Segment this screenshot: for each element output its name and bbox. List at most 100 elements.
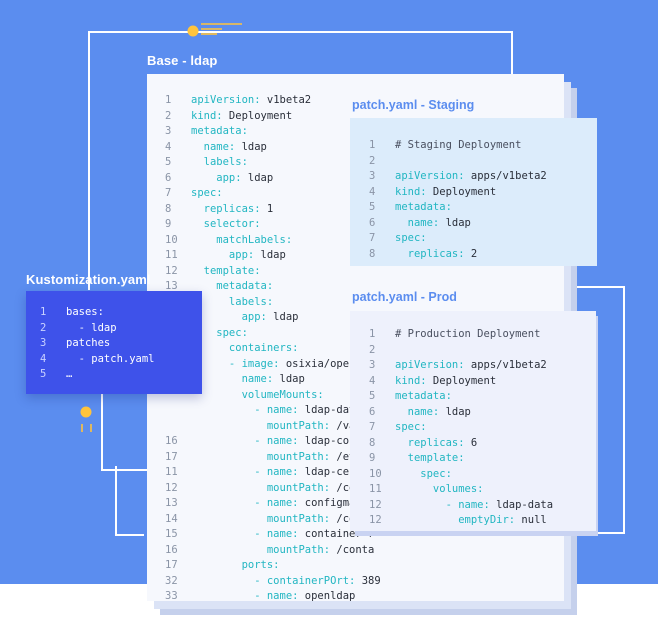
yaml-key: selector: [191, 218, 261, 230]
yaml-value: 2 [464, 247, 478, 260]
code-text: patches [66, 337, 111, 349]
prod-title: patch.yaml - Prod [352, 290, 457, 304]
yaml-key: replicas: [191, 202, 261, 215]
yaml-key: spec: [395, 467, 452, 480]
code-line: spec: [165, 326, 564, 342]
code-line: 32 - containerPOrt: 389 [165, 574, 564, 590]
yaml-key: name: [191, 373, 274, 385]
yaml-key: - name: [191, 435, 299, 447]
code-line: 2 - ldap [40, 321, 202, 337]
yaml-key: kind: [395, 185, 427, 198]
yaml-value: ldap [439, 216, 471, 229]
yaml-key: name: [395, 216, 440, 229]
line-number: 10 [369, 467, 382, 480]
line-number: 12 [369, 498, 382, 511]
line-number: 4 [369, 185, 376, 198]
line-number: 8 [369, 436, 376, 449]
code-line: 5 labels: [165, 155, 564, 171]
yaml-value: ldap [273, 373, 305, 385]
connector-kustomization-to-base [101, 393, 152, 471]
yaml-key: - image: [191, 357, 280, 370]
code-line: 11 app: ldap [165, 248, 564, 264]
yaml-value: ldap [241, 171, 274, 184]
line-number: 3 [40, 337, 47, 349]
code-line: 10 matchLabels: [165, 233, 564, 249]
yaml-value: ldap [235, 140, 267, 153]
yaml-key: volumes: [395, 483, 484, 495]
yaml-value: ldap [266, 311, 299, 323]
yaml-key: name: [191, 140, 236, 153]
line-number: 1 [369, 139, 376, 151]
yaml-value: Deployment [426, 185, 497, 198]
yaml-key: apiVersion: [395, 170, 465, 182]
line-number: 3 [369, 170, 376, 182]
line-number: 7 [369, 421, 376, 433]
line-number: 8 [165, 202, 172, 215]
yaml-value: ldap [439, 405, 471, 418]
yaml-key: - name: [395, 498, 490, 511]
code-line: 9 selector: [165, 217, 564, 233]
code-line: 6 name: ldap [369, 405, 596, 421]
yaml-key: ports: [191, 559, 280, 571]
code-line: volumeMounts: [165, 388, 564, 404]
yaml-key: kind: [191, 109, 223, 122]
accent-dash-group-left [81, 424, 92, 432]
line-number: 6 [369, 216, 376, 229]
line-number: 12 [369, 514, 382, 526]
yaml-key: mountPath: [191, 512, 331, 525]
yaml-key: mountPath: [191, 481, 331, 494]
yaml-key: - name: [191, 466, 299, 478]
code-line: 2 [369, 154, 597, 170]
yaml-key: spec: [395, 421, 427, 433]
yaml-key: - name: [191, 497, 299, 509]
code-text: - patch.yaml [66, 352, 155, 365]
yaml-key: metadata: [191, 125, 248, 137]
line-number: 5 [165, 156, 172, 168]
yaml-key: emptyDir: [395, 514, 516, 526]
yaml-key: - name: [191, 404, 299, 416]
line-number: 2 [165, 109, 172, 122]
yaml-key: metadata: [395, 390, 452, 402]
connector-prod-bracket [538, 286, 625, 534]
code-line: 16 mountPath: /conta [165, 543, 564, 559]
code-comment: # Production Deployment [395, 328, 541, 340]
code-line: 5… [40, 367, 202, 383]
yaml-key: app: [191, 249, 255, 261]
line-number: 4 [165, 140, 172, 153]
yaml-key: replicas: [395, 247, 465, 260]
yaml-key: spec: [191, 326, 248, 339]
code-text: - ldap [66, 321, 117, 334]
yaml-key: spec: [191, 187, 223, 199]
kustomization-title: Kustomization.yaml [26, 272, 151, 287]
code-text: bases: [66, 306, 104, 318]
code-text: … [66, 368, 73, 380]
line-number: 16 [165, 435, 178, 447]
yaml-key: spec: [395, 232, 427, 244]
code-line: 33 - name: openldap [165, 589, 564, 601]
yaml-value: null [515, 514, 547, 526]
line-number: 32 [165, 574, 178, 587]
code-line: app: ldap [165, 310, 564, 326]
yaml-key: app: [191, 311, 267, 323]
line-number: 17 [165, 559, 178, 571]
base-title: Base - ldap [147, 53, 218, 68]
yaml-value: 389 [355, 574, 381, 587]
line-number: 11 [165, 466, 178, 478]
yaml-value: openldap [298, 590, 356, 601]
yaml-value: v1beta2 [260, 94, 312, 106]
line-number: 11 [369, 483, 382, 495]
line-number: 9 [165, 218, 172, 230]
yaml-value: /conta [330, 543, 375, 556]
